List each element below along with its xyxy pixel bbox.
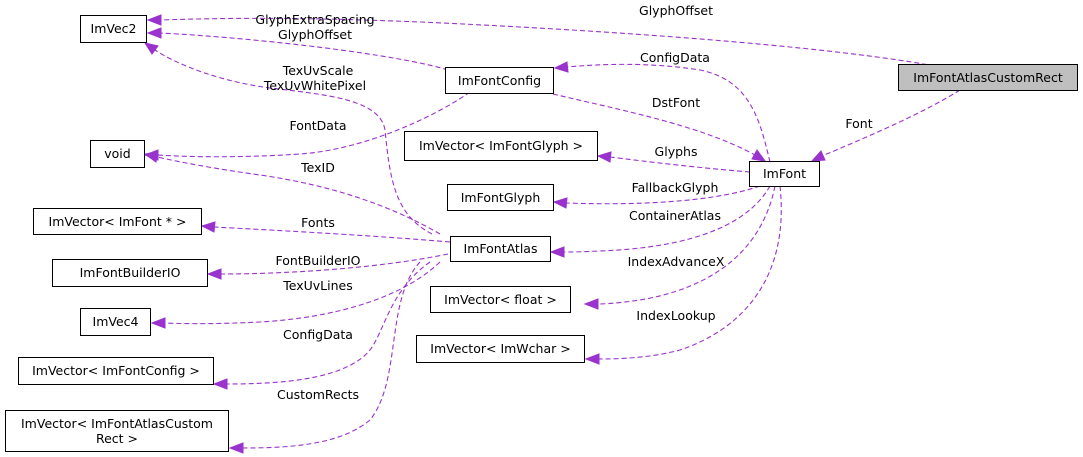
edge-label-dstfont: DstFont	[652, 95, 700, 110]
edge-label-customrects: CustomRects	[277, 387, 359, 402]
node-imfontbuilderio-label: ImFontBuilderIO	[80, 265, 181, 280]
node-imvector-imfontglyph[interactable]: ImVector< ImFontGlyph >	[404, 131, 598, 161]
node-imfontatlas-label: ImFontAtlas	[464, 241, 538, 256]
edge-label-font: Font	[845, 116, 872, 131]
node-imvec4[interactable]: ImVec4	[80, 308, 151, 336]
edge-glyphs-font-vecglyph	[596, 151, 751, 173]
node-void[interactable]: void	[90, 140, 145, 168]
edge-texid-atlas-void	[143, 151, 441, 235]
edge-font-customrect-font	[810, 89, 961, 162]
node-imfontconfig[interactable]: ImFontConfig	[445, 67, 554, 94]
node-imfontbuilderio[interactable]: ImFontBuilderIO	[52, 259, 208, 287]
edge-glyphoffset-customrect-imvec2	[146, 14, 936, 67]
edge-dstfont-config-font	[552, 93, 767, 162]
edge-configdata-atlas-vecconfig	[212, 261, 431, 390]
edge-label-texuvlines: TexUvLines	[282, 278, 353, 293]
edge-containeratlas-font-atlas	[549, 185, 771, 258]
node-imvector-imfontatlascustomrect[interactable]: ImVector< ImFontAtlasCustom Rect >	[5, 410, 229, 452]
node-imvec2[interactable]: ImVec2	[80, 15, 147, 43]
edge-indexlookup-font-vecwchar	[584, 185, 782, 365]
edge-label-glyphoffset-top: GlyphOffset	[639, 3, 713, 18]
node-imfontatlascustomrect-label: ImFontAtlasCustomRect	[913, 70, 1063, 85]
node-imfontatlas[interactable]: ImFontAtlas	[450, 236, 551, 262]
node-imvector-float-label: ImVector< float >	[444, 292, 557, 307]
edge-label-configdata-atlas: ConfigData	[283, 327, 353, 342]
edge-label-glyphextraspacing: GlyphExtraSpacing	[255, 12, 374, 27]
node-imvector-float[interactable]: ImVector< float >	[430, 286, 571, 313]
node-imfontglyph[interactable]: ImFontGlyph	[447, 184, 554, 211]
edge-label-fontbuilderio: FontBuilderIO	[276, 253, 361, 268]
edge-label-fonts: Fonts	[301, 215, 335, 230]
edge-fallbackglyph-font-imfontglyph	[552, 185, 761, 209]
edge-label-fallbackglyph: FallbackGlyph	[632, 180, 719, 195]
node-imvector-imwchar-label: ImVector< ImWchar >	[430, 341, 570, 356]
edge-fonts-atlas-vecfont	[200, 221, 451, 243]
edge-label-texid: TexID	[300, 160, 335, 175]
edge-label-fontdata: FontData	[289, 118, 346, 133]
edge-customrects-atlas-veccustomrect	[228, 261, 421, 454]
edge-glyphextraspacing-config-imvec2	[146, 27, 449, 71]
node-imvector-imfontconfig-label: ImVector< ImFontConfig >	[32, 363, 200, 378]
node-imvector-imfont-ptr[interactable]: ImVector< ImFont * >	[33, 208, 202, 235]
edge-configdata-font-config	[553, 61, 771, 163]
edge-indexadvancex-font-vecfloat	[583, 185, 776, 310]
node-imvec2-label: ImVec2	[91, 21, 137, 36]
edge-label-containeratlas: ContainerAtlas	[629, 208, 721, 223]
edge-label-indexlookup: IndexLookup	[636, 308, 715, 323]
node-imvector-imfontatlascustomrect-label-line1: ImVector< ImFontAtlasCustom	[21, 416, 213, 431]
edge-texuvscale-atlas-imvec2	[143, 42, 433, 235]
node-imvector-imwchar[interactable]: ImVector< ImWchar >	[416, 335, 585, 363]
edge-label-texuvwhitepixel: TexUvWhitePixel	[263, 78, 366, 93]
edge-label-configdata-font: ConfigData	[640, 50, 710, 65]
edge-label-indexadvancex: IndexAdvanceX	[628, 254, 725, 269]
node-imvector-imfontatlascustomrect-label-line2: Rect >	[96, 431, 138, 446]
node-imfontglyph-label: ImFontGlyph	[461, 190, 541, 205]
node-imfontatlascustomrect[interactable]: ImFontAtlasCustomRect	[898, 64, 1078, 91]
node-imvector-imfont-ptr-label: ImVector< ImFont * >	[49, 214, 187, 229]
node-imfont-label: ImFont	[763, 166, 806, 181]
node-void-label: void	[104, 146, 130, 161]
node-imvector-imfontconfig[interactable]: ImVector< ImFontConfig >	[18, 357, 214, 385]
edge-fontbuilderio-atlas-builderio	[206, 253, 449, 280]
node-imfontconfig-label: ImFontConfig	[458, 73, 541, 88]
edge-label-texuvscale: TexUvScale	[282, 63, 354, 78]
node-imfont[interactable]: ImFont	[749, 161, 820, 187]
edge-label-glyphoffset-config: GlyphOffset	[278, 27, 352, 42]
node-imvector-imfontglyph-label: ImVector< ImFontGlyph >	[419, 138, 583, 153]
edge-label-glyphs: Glyphs	[655, 144, 698, 159]
node-imvec4-label: ImVec4	[93, 314, 139, 329]
